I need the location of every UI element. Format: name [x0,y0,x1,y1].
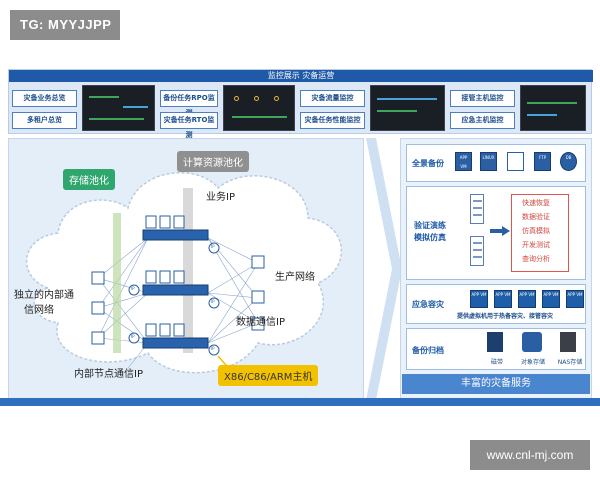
section-archive-label: 备份归档 [412,346,444,355]
monitor-button-performance[interactable]: 灾备任务性能监控 [300,112,365,129]
object-storage-label: 对象存储 [520,359,545,366]
section-emergency-label: 应急容灾 [412,300,444,309]
flow-arrow-icon [366,138,402,400]
tape-label: 磁带 [490,359,503,366]
thumbnail-dot [234,96,239,101]
app-vm-icon: APP VM [566,290,584,308]
host-type-tag: X86/C86/ARM主机 [218,365,319,386]
dashboard-thumbnail [520,85,586,131]
thumbnail-bar [232,116,287,118]
dashboard-thumbnail [370,85,445,131]
compute-column [183,188,193,353]
dashboard-thumbnail [82,85,155,131]
monitor-button-multi-tenant[interactable]: 多租户总览 [12,112,77,129]
nas-storage-label: NAS存储 [557,359,583,366]
compute-pool-tag: 计算资源池化 [177,151,249,172]
list-item: 快速恢复 [522,199,550,207]
network-diagram [25,171,343,374]
data-comm-ip-label: 数据通信IP [236,317,285,328]
arrow-right-icon [490,226,510,236]
ftp-icon: FTP [534,152,551,171]
nas-storage-icon [560,332,576,352]
server-icon [470,236,484,266]
app-vm-icon: APP VM [455,152,472,171]
thumbnail-bar [377,110,417,112]
services-footer: 丰富的灾备服务 [402,374,590,394]
app-vm-icon: APP VM [470,290,488,308]
ip-badge-label: IP [211,346,215,351]
app-vm-icon: APP VM [494,290,512,308]
section-full-backup [406,144,586,182]
object-storage-icon [522,332,542,352]
section-verification-label-line2: 模拟仿真 [414,233,446,242]
watermark-top-left: TG: MYYJJPP [10,10,120,40]
section-full-backup-label: 全景备份 [412,159,444,168]
monitor-button-rto[interactable]: 灾备任务RTO监测 [160,112,218,139]
monitor-button-traffic[interactable]: 灾备流量监控 [300,90,365,107]
watermark-bottom-right: www.cnl-mj.com [470,440,590,470]
list-item: 开发测试 [522,241,550,249]
monitor-icon [507,152,524,171]
thumbnail-dot [274,96,279,101]
thumbnail-bar [377,98,437,100]
independent-network-label-line2: 信网络 [24,305,54,316]
node-icons [91,215,265,345]
monitor-button-takeover-host[interactable]: 接管主机监控 [450,90,515,107]
thumbnail-bar [89,118,144,120]
app-vm-icon: APP VM [542,290,560,308]
thumbnail-bar [123,106,148,108]
monitor-button-rpo[interactable]: 备份任务RPO监测 [160,90,218,117]
ip-badge-label: IP [131,334,135,339]
emergency-caption: 提供虚拟机用于热备容灾、接管容灾 [456,313,553,320]
section-verification-label-line1: 验证演练 [414,221,446,230]
thumbnail-dot [254,96,259,101]
ip-badge-label: IP [131,286,135,291]
network-lines [97,237,259,369]
production-network-label: 生产网络 [275,272,315,283]
monitor-panel-title: 监控展示 灾备运营 [9,70,593,82]
linux-icon: LINUX [480,152,497,171]
independent-network-label-line1: 独立的内部通 [14,290,74,301]
storage-column [113,213,121,353]
dashboard-thumbnail [223,85,295,131]
list-item: 仿真模拟 [522,227,550,235]
app-vm-icon: APP VM [518,290,536,308]
list-item: 数据验证 [522,213,550,221]
ip-badge-label: IP [211,244,215,249]
monitor-button-emergency-host[interactable]: 应急主机监控 [450,112,515,129]
server-units [142,229,209,349]
server-icon [470,194,484,224]
ip-badge-label: IP [211,299,215,304]
storage-pool-tag: 存储池化 [63,169,115,190]
internal-node-ip-label: 内部节点通信IP [74,369,143,380]
monitor-button-business-overview[interactable]: 灾备业务总览 [12,90,77,107]
thumbnail-bar [527,114,557,116]
business-ip-label: 业务IP [206,192,235,203]
bottom-bar [0,398,600,406]
database-icon: DB [560,152,577,171]
verification-list [511,194,569,272]
tape-icon [487,332,503,352]
list-item: 查询分析 [522,255,550,263]
ip-badges [128,242,220,356]
thumbnail-bar [89,96,119,98]
thumbnail-bar [527,102,577,104]
